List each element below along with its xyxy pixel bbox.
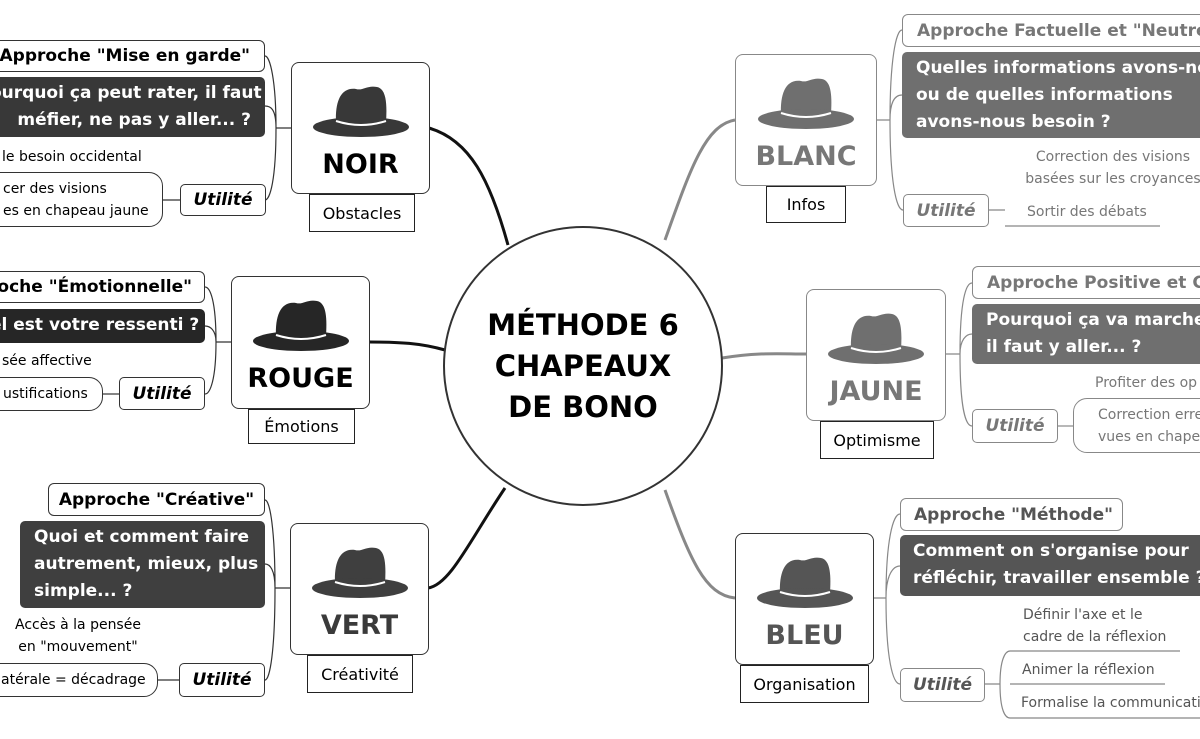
hat-node-vert[interactable]: VERT	[290, 523, 429, 655]
hat-name: BLANC	[755, 141, 857, 172]
use-node[interactable]: ustifications	[0, 377, 103, 411]
use-line: cer des visions	[3, 181, 107, 197]
center-title-line: MÉTHODE 6	[487, 307, 679, 342]
note-text: le besoin occidental	[2, 149, 142, 165]
note-line: Correction des visions	[1035, 149, 1191, 165]
question-line: Quelles informations avons-nous	[916, 58, 1200, 78]
note-text: Accès à la pensée en "mouvement"	[0, 614, 156, 658]
use-item[interactable]: Animer la réflexion	[1022, 662, 1155, 678]
question-line: ourquoi ça peut rater, il faut	[0, 83, 262, 103]
hat-label: Organisation	[740, 665, 869, 703]
center-title-line: CHAPEAUX	[494, 348, 672, 383]
approach-node[interactable]: Approche Factuelle et "Neutre"	[902, 14, 1200, 47]
approach-node[interactable]: roche "Émotionnelle"	[0, 271, 205, 303]
question-line: simple... ?	[34, 581, 133, 601]
use-line: Correction erre	[1098, 407, 1200, 423]
approach-node[interactable]: Approche "Méthode"	[900, 498, 1123, 531]
utility-node[interactable]: Utilité	[900, 668, 985, 702]
hat-icon	[312, 86, 409, 137]
question-node[interactable]: Comment on s'organise pour réfléchir, tr…	[900, 535, 1200, 596]
note-line: en "mouvement"	[18, 639, 138, 655]
hat-label: Créativité	[307, 655, 413, 693]
question-line: Quoi et comment faire	[34, 527, 250, 547]
use-node[interactable]: atérale = décadrage	[0, 663, 158, 697]
utility-node[interactable]: Utilité	[903, 194, 989, 227]
use-line: vues en chapea	[1098, 429, 1200, 445]
hat-node-bleu[interactable]: BLEU	[735, 533, 874, 665]
use-line: ustifications	[3, 386, 88, 402]
note-line: basées sur les croyances	[1025, 171, 1200, 187]
approach-node[interactable]: Approche "Créative"	[48, 483, 265, 516]
note-text: Définir l'axe et le cadre de la réflexio…	[1023, 604, 1166, 648]
hat-name: VERT	[320, 610, 399, 641]
question-line: Comment on s'organise pour	[913, 541, 1189, 561]
hat-node-rouge[interactable]: ROUGE	[231, 276, 370, 409]
hat-label: Émotions	[248, 409, 355, 444]
hat-node-blanc[interactable]: BLANC	[735, 54, 877, 186]
question-line: ou de quelles informations	[916, 85, 1173, 105]
approach-node[interactable]: Approche Positive et Co	[972, 266, 1200, 299]
use-node[interactable]: cer des visions es en chapeau jaune	[0, 172, 163, 227]
utility-node[interactable]: Utilité	[119, 377, 205, 410]
central-topic[interactable]: MÉTHODE 6 CHAPEAUX DE BONO	[443, 226, 723, 506]
note-line: Accès à la pensée	[15, 617, 141, 633]
hat-name: JAUNE	[829, 376, 923, 407]
question-node[interactable]: Quoi et comment faire autrement, mieux, …	[20, 521, 265, 608]
question-line: Pourquoi ça va marcher,	[986, 310, 1200, 330]
question-node[interactable]: ourquoi ça peut rater, il faut méfier, n…	[0, 77, 265, 137]
hat-name: BLEU	[765, 620, 844, 651]
note-text: Correction des visions basées sur les cr…	[1025, 146, 1200, 190]
utility-node[interactable]: Utilité	[179, 663, 265, 697]
hat-icon	[756, 557, 853, 608]
question-node[interactable]: el est votre ressenti ?	[0, 309, 205, 343]
center-title-line: DE BONO	[508, 389, 658, 424]
hat-label: Infos	[766, 186, 846, 223]
hat-label: Obstacles	[309, 194, 415, 232]
hat-label: Optimisme	[820, 421, 934, 459]
question-line: el est votre ressenti ?	[0, 315, 200, 335]
utility-node[interactable]: Utilité	[180, 184, 266, 216]
note-text: Profiter des op	[1095, 375, 1198, 391]
note-line: cadre de la réflexion	[1023, 629, 1167, 645]
utility-node[interactable]: Utilité	[972, 409, 1058, 443]
use-node[interactable]: Correction erre vues en chapea	[1073, 398, 1200, 453]
question-node[interactable]: Pourquoi ça va marcher, il faut y aller.…	[972, 304, 1200, 364]
hat-icon	[758, 78, 854, 129]
hat-name: NOIR	[322, 149, 399, 180]
approach-node[interactable]: Approche "Mise en garde"	[0, 40, 265, 72]
use-item[interactable]: Formalise la communicati	[1021, 695, 1200, 711]
use-line: es en chapeau jaune	[3, 203, 149, 219]
hat-icon	[311, 547, 408, 598]
note-text: sée affective	[2, 353, 92, 369]
question-line: réfléchir, travailler ensemble ?	[913, 568, 1200, 588]
question-line: autrement, mieux, plus	[34, 554, 259, 574]
use-line: atérale = décadrage	[1, 672, 146, 688]
note-line: Définir l'axe et le	[1023, 607, 1143, 623]
hat-icon	[828, 313, 924, 364]
question-node[interactable]: Quelles informations avons-nous ou de qu…	[902, 52, 1200, 138]
hat-icon	[252, 300, 349, 351]
question-line: avons-nous besoin ?	[916, 112, 1111, 132]
use-item[interactable]: Sortir des débats	[1027, 204, 1147, 220]
question-line: il faut y aller... ?	[986, 337, 1142, 357]
hat-node-noir[interactable]: NOIR	[291, 62, 430, 194]
hat-name: ROUGE	[247, 363, 354, 394]
hat-node-jaune[interactable]: JAUNE	[806, 289, 946, 421]
question-line: méfier, ne pas y aller... ?	[17, 110, 251, 130]
